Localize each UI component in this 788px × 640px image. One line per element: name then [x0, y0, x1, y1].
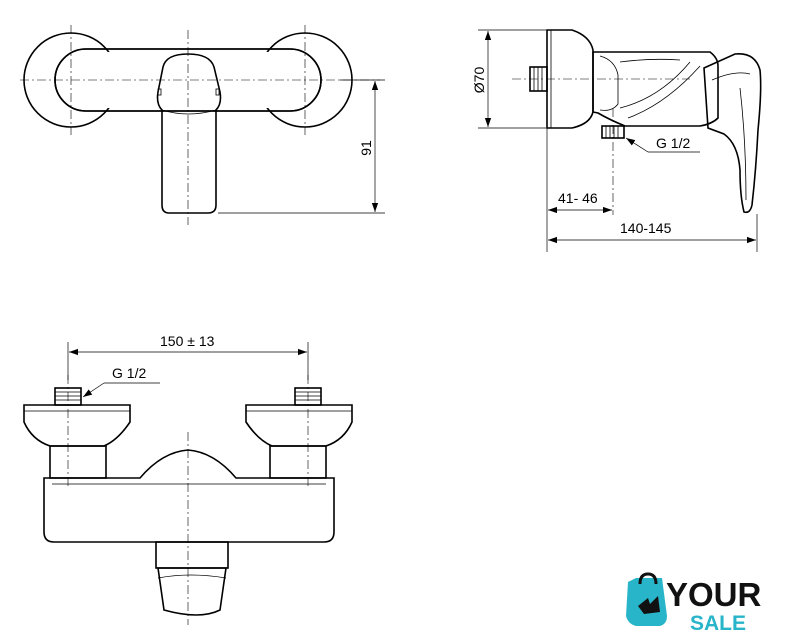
front-view: 150 ± 13 G 1/2 — [23, 333, 353, 625]
dim-height-front: 91 — [358, 140, 374, 156]
dim-wall-offset: 41- 46 — [558, 190, 598, 206]
dim-total-depth: 140-145 — [620, 220, 672, 236]
top-view: 91 — [20, 25, 385, 225]
logo-word-top: YOUR — [666, 576, 762, 613]
dim-diameter: Ø70 — [471, 67, 487, 94]
dim-center-distance: 150 ± 13 — [160, 333, 215, 349]
logo-word-bottom: SALE — [690, 612, 746, 635]
label-thread-side: G 1/2 — [656, 135, 690, 151]
side-view: Ø70 G 1/2 41- 46 140-145 — [471, 29, 762, 252]
label-thread-bottom: G 1/2 — [112, 365, 146, 381]
yoursale-logo: YOUR SALE — [626, 572, 762, 635]
